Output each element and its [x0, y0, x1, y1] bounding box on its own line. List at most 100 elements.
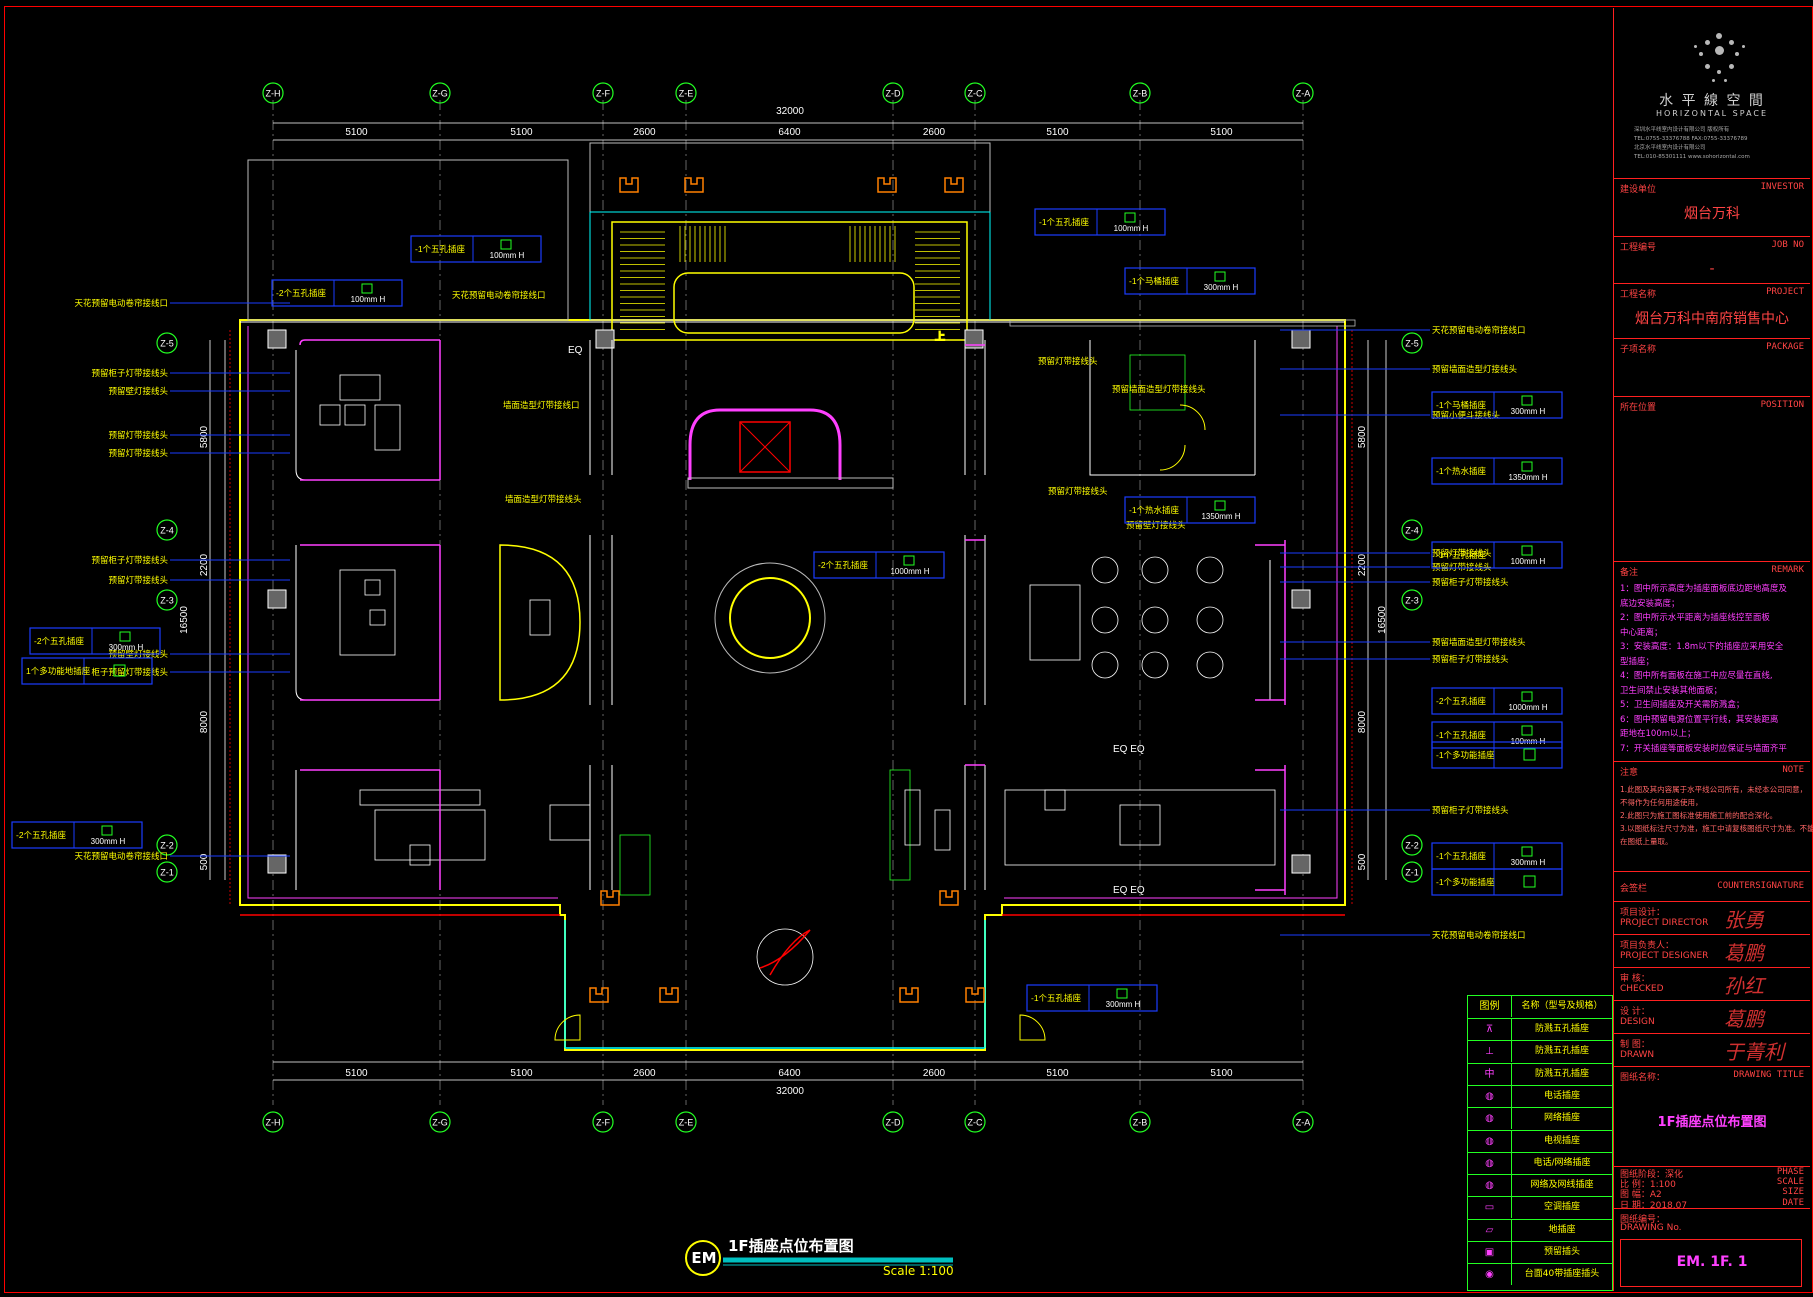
annotation-left: 预留柜子灯带接线头 [91, 555, 168, 565]
span-dimension-bottom: 2600 [633, 1068, 656, 1079]
axis-bubble-circle [156, 519, 178, 541]
signature-role: 审 核： [1620, 974, 1650, 984]
company-info-line: TEL:010-85301111 www.sohorizontal.com [1634, 154, 1750, 160]
caption-title: 1F插座点位布置图 [728, 1237, 854, 1255]
legend-row: ⊼防溅五孔插座 [1468, 1018, 1612, 1040]
lounge-chair [1091, 651, 1119, 679]
socket-callout-text: -2个五孔插座 [34, 636, 85, 646]
note-label: 注意 [1620, 768, 1639, 778]
remark-line: 底边安装高度； [1620, 598, 1680, 609]
axis-bubble-label: Z-5 [1405, 339, 1419, 349]
socket-symbol-icon [903, 555, 915, 566]
logo-dot [1735, 52, 1739, 56]
caption-scale: Scale 1:100 [883, 1264, 954, 1278]
multi-function-callout: -1个多功能插座 [1431, 741, 1563, 769]
lounge-chair [1196, 556, 1224, 584]
socket-callout-text: -2个五孔插座 [1436, 696, 1487, 706]
multi-function-frame [1431, 868, 1563, 896]
meta-value: 日 期：2018.07 [1620, 1200, 1688, 1211]
axis-bubbles-left: Z-5Z-4Z-3Z-2Z-1 [156, 332, 178, 883]
span-dimension-top: 5100 [510, 127, 533, 138]
lounge-chair [1091, 556, 1119, 584]
logo-dot [1693, 44, 1697, 48]
title-block: 水 平 線 空 間 HORIZONTAL SPACE 深圳水平线室内设计有限公司… [1613, 8, 1813, 1291]
remark-line: 6：图中预留电源位置平行线，其安装距离 [1620, 714, 1779, 725]
exterior-chair [939, 890, 959, 906]
exterior-chair [659, 987, 679, 1003]
field-value: 烟台万科中南府销售中心 [1635, 311, 1789, 327]
remark-line: 1：图中所示高度为插座面板底边距地高度及 [1620, 584, 1787, 594]
remark-line: 卫生间禁止安装其他面板； [1620, 685, 1723, 696]
socket-callout-text: -1个五孔插座 [1436, 550, 1487, 560]
legend-description: 网络插座 [1543, 1113, 1580, 1124]
annotation-callouts: 天花预留电动卷帘接线口预留柜子灯带接线头预留壁灯接线头预留灯带接线头预留灯带接线… [74, 290, 1526, 940]
axis-bubble-label: Z-H [266, 89, 281, 99]
legend-description: 防溅五孔插座 [1534, 1068, 1589, 1079]
axis-bubble-right: Z-5 [1401, 332, 1423, 354]
socket-symbol-icon [119, 631, 131, 642]
axis-bubble-label: Z-1 [160, 868, 174, 878]
company-info-line: TEL:0755-33376788 FAX:0755-33376789 [1634, 136, 1748, 142]
axis-bubble-right: Z-3 [1401, 589, 1423, 611]
annotation-right: 预留柜子灯带接线头 [1432, 577, 1509, 587]
axis-bubble-circle [429, 82, 451, 104]
multi-function-socket-icon [1523, 875, 1536, 888]
field-label: 所在位置 [1620, 403, 1657, 413]
exterior-chair [589, 987, 609, 1003]
annotation-right: 预留灯带接线头 [1432, 548, 1492, 558]
annotation-right: 天花预留电动卷帘接线口 [1432, 325, 1526, 335]
axis-bubble-circle [1401, 861, 1423, 883]
building-outline [229, 142, 1356, 1051]
remark-line: 中心距离； [1620, 627, 1663, 638]
field-label: 子项名称 [1620, 345, 1657, 355]
annotation-center: 天花预留电动卷帘接线口 [452, 290, 546, 300]
socket-callout-height: 100mm H [490, 251, 525, 260]
signature-role-en: DESIGN [1620, 1017, 1655, 1027]
legend-row: ◍网络插座 [1468, 1107, 1612, 1130]
annotation-right: 预留墙面造型灯带接线头 [1432, 637, 1526, 647]
vertical-dimension-left: 2200 [199, 553, 210, 576]
axis-bubble-label: Z-H [266, 1118, 281, 1128]
socket-symbol-icon [1124, 212, 1136, 223]
legend-description: 电话插座 [1543, 1090, 1580, 1101]
legend-header: 图例 名称（型号及规格） [1468, 996, 1612, 1018]
exterior-chair [899, 987, 919, 1003]
field-label-en: JOB NO [1771, 240, 1804, 250]
annotation-left: 预留灯带接线头 [108, 430, 168, 440]
axis-bubble-circle [1292, 1111, 1314, 1133]
axis-bubble-circle [262, 82, 284, 104]
socket-callout-frame [1431, 541, 1563, 569]
field-value: - [1709, 261, 1715, 277]
company-logo: 水 平 線 空 間 HORIZONTAL SPACE 深圳水平线室内设计有限公司… [1614, 8, 1810, 188]
annotation-center: 预留灯带接线头 [1048, 486, 1108, 496]
axis-bubble-label: Z-D [886, 1118, 901, 1128]
axis-bubble-label: Z-3 [1405, 596, 1419, 606]
structural-column [267, 329, 287, 349]
signature-name: 于菁利 [1724, 1040, 1784, 1064]
annotation-right: 预留柜子灯带接线头 [1432, 654, 1509, 664]
caption-graphic [685, 1240, 953, 1276]
socket-callout-frame [1124, 496, 1256, 524]
axis-bubble-bottom: Z-C [964, 1111, 986, 1133]
company-info-line: 深圳水平线室内设计有限公司 版权所有 [1634, 127, 1730, 133]
drawing-no-section: 图纸编号： DRAWING No. EM. 1F. 1 [1614, 1208, 1810, 1291]
socket-symbol-icon [361, 283, 373, 294]
legend-row: ⊥防溅五孔插座 [1468, 1040, 1612, 1063]
drawing-caption: EM 1F插座点位布置图 Scale 1:100 [683, 1232, 983, 1280]
legend-row: ◍网络及网线插座 [1468, 1174, 1612, 1197]
field-label-en: INVESTOR [1760, 182, 1804, 192]
legend-row: ▱地插座 [1468, 1218, 1612, 1241]
overall-dimension-bottom: 32000 [776, 1086, 804, 1097]
